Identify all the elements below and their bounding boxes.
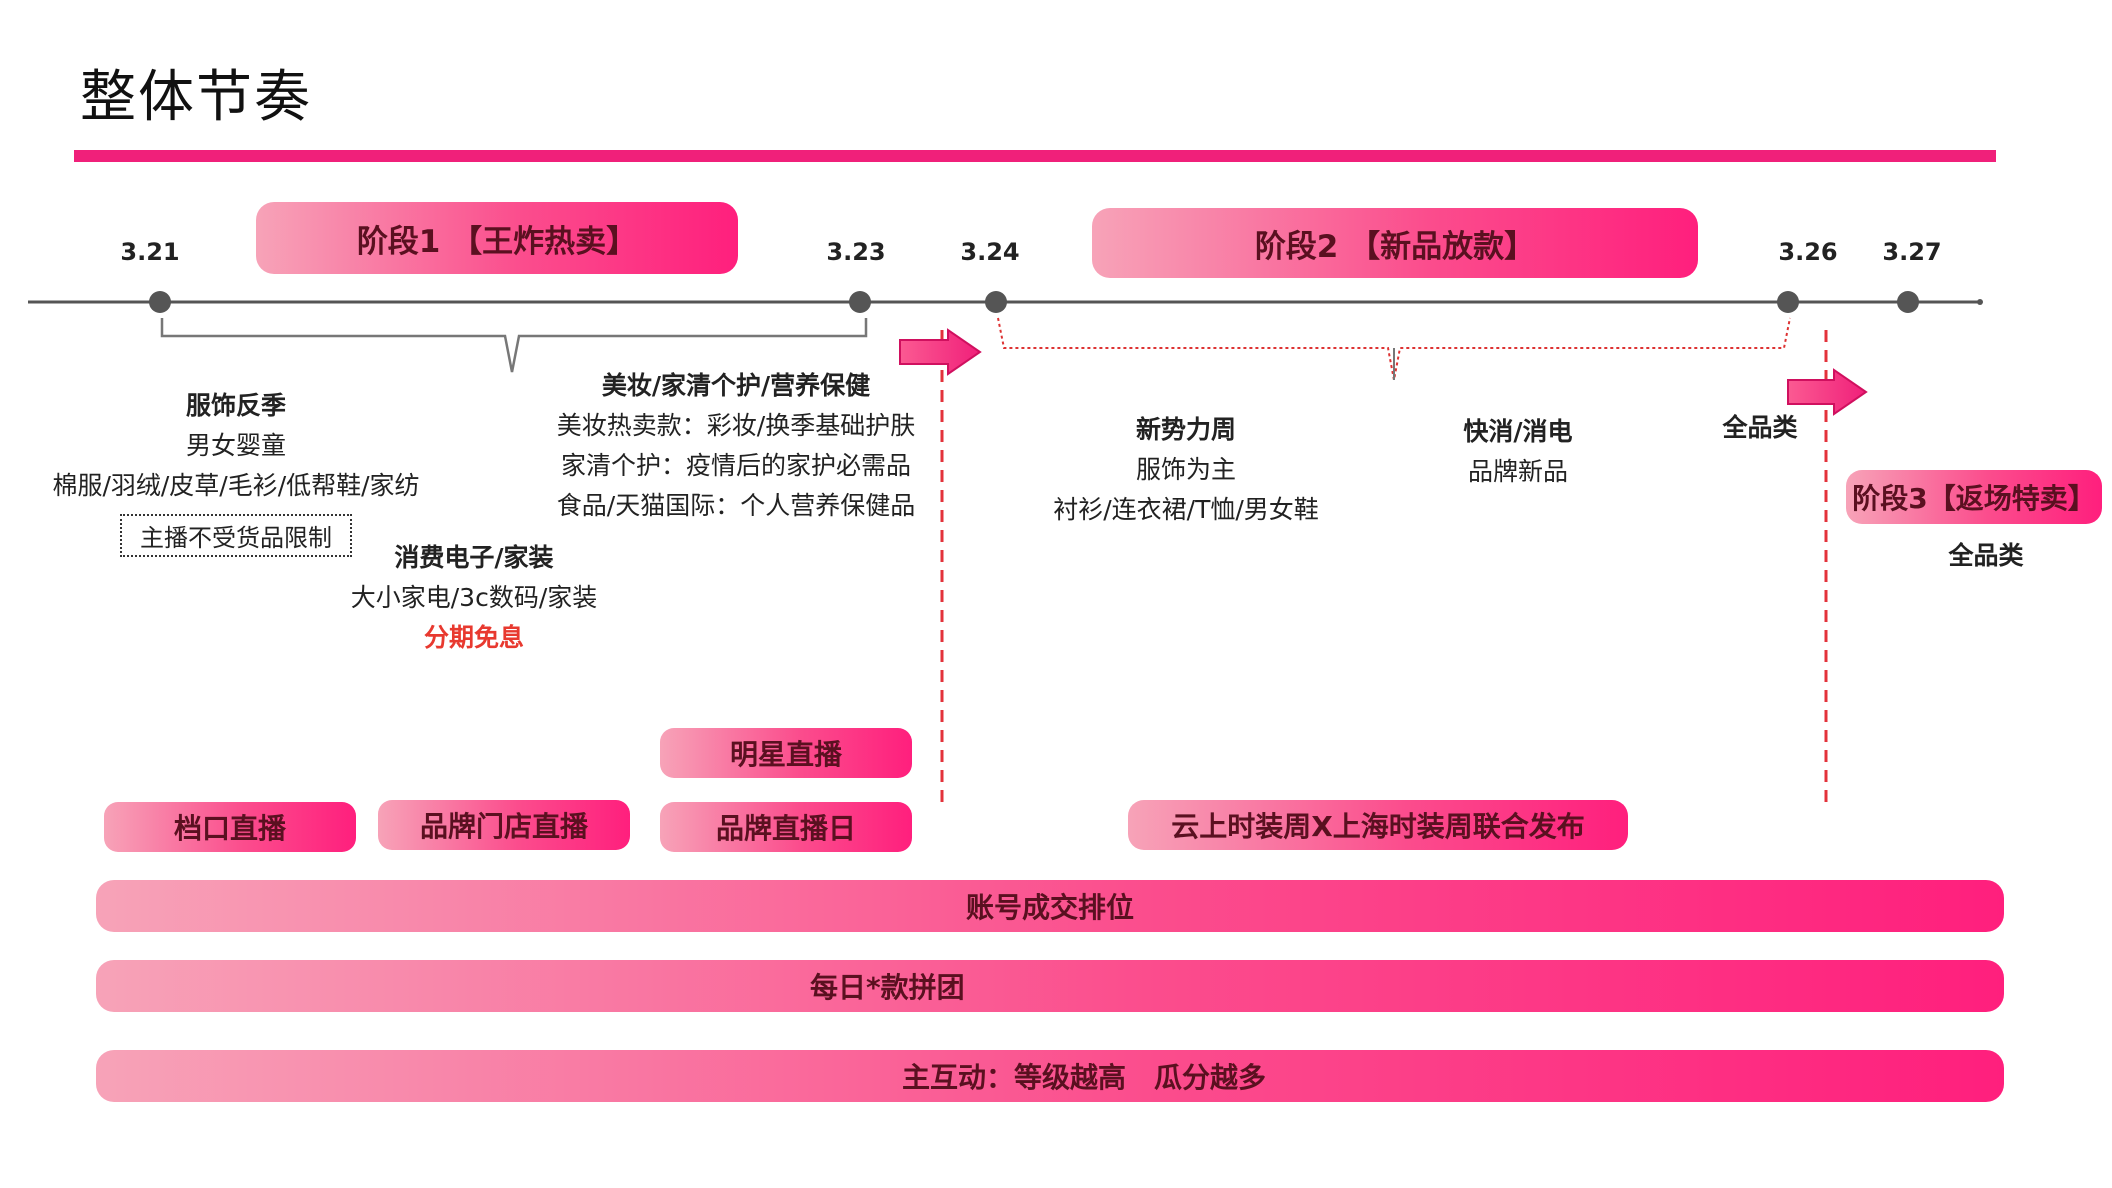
group-heading: 全品类 [1722, 413, 1798, 442]
store-live-bar: 品牌门店直播 [378, 800, 630, 850]
group-heading: 服饰反季 [185, 391, 287, 420]
group-text: 家清个护：疫情后的家护必需品 [560, 451, 912, 480]
timeline-node-3-23 [849, 291, 871, 313]
group-text: 衬衫/连衣裙/T恤/男女鞋 [1053, 495, 1319, 524]
date-label: 3.24 [960, 238, 1020, 266]
group-heading: 消费电子/家装 [394, 543, 554, 572]
group-heading: 全品类 [1948, 541, 2024, 570]
brand-day-bar: 品牌直播日 [660, 802, 912, 852]
page-title: 整体节奏 [80, 65, 312, 130]
group-text: 棉服/羽绒/皮草/毛衫/低帮鞋/家纺 [52, 471, 420, 500]
daily-group-bar: 每日*款拼团 [96, 960, 2004, 1012]
timeline-node-3-21 [149, 291, 171, 313]
group-heading: 快消/消电 [1463, 417, 1573, 446]
date-label: 3.27 [1882, 238, 1942, 266]
timeline-node-3-26 [1777, 291, 1799, 313]
date-label: 3.21 [120, 238, 180, 266]
account-rank-bar: 账号成交排位 [96, 880, 2004, 932]
group-text: 男女婴童 [185, 431, 287, 460]
group-text: 服饰为主 [1135, 455, 1237, 484]
stall-live-bar: 档口直播 [104, 802, 356, 852]
date-label: 3.23 [826, 238, 886, 266]
date-label: 3.26 [1778, 238, 1838, 266]
group-text: 大小家电/3c数码/家装 [350, 583, 598, 612]
main-interaction-bar: 主互动：等级越高 瓜分越多 [96, 1050, 2004, 1102]
note-box: 主播不受货品限制 [120, 514, 352, 557]
group-heading: 美妆/家清个护/营养保健 [601, 371, 871, 400]
group-text: 品牌新品 [1467, 457, 1569, 486]
group-text: 食品/天猫国际：个人营养保健品 [556, 491, 916, 520]
highlight-text: 分期免息 [423, 623, 525, 652]
phase3-banner: 阶段3【返场特卖】 [1846, 470, 2102, 524]
arrow-2 [1787, 368, 1868, 416]
group-heading: 新势力周 [1135, 415, 1237, 444]
timeline-node-3-27 [1897, 291, 1919, 313]
fashion-week-bar: 云上时装周X上海时装周联合发布 [1128, 800, 1628, 850]
phase2-brace [997, 317, 1791, 381]
star-live-bar: 明星直播 [660, 728, 912, 778]
phase1-banner: 阶段1 【王炸热卖】 [256, 202, 738, 274]
group-text: 美妆热卖款：彩妆/换季基础护肤 [556, 411, 916, 440]
timeline-end-dot [1977, 299, 1983, 305]
arrow-1 [899, 328, 982, 376]
phase2-banner: 阶段2 【新品放款】 [1092, 208, 1698, 278]
timeline-node-3-24 [985, 291, 1007, 313]
title-underline [74, 150, 1996, 162]
phase1-brace [160, 318, 868, 373]
